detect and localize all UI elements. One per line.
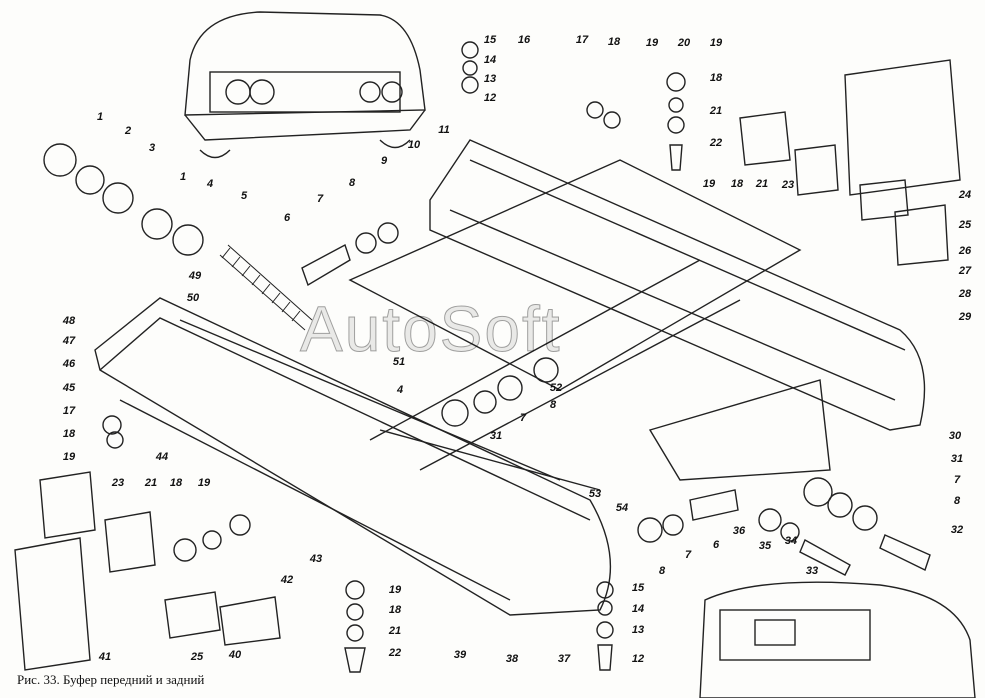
- part-label: 39: [453, 649, 467, 661]
- part-label: 50: [186, 292, 200, 304]
- part-label: 12: [631, 653, 645, 665]
- part-label: 6: [712, 539, 720, 551]
- car-rear-illustration: [699, 581, 976, 698]
- part-label: 31: [950, 453, 964, 465]
- part-label: 35: [758, 540, 772, 552]
- part-label: 25: [190, 651, 204, 663]
- part-label: 25: [958, 219, 972, 231]
- part-label: 12: [483, 92, 497, 104]
- part-label: 7: [684, 549, 692, 561]
- corrugated-tube: [219, 244, 313, 331]
- part-label: 23: [781, 179, 795, 191]
- part-label: 7: [316, 193, 324, 205]
- part-label: 17: [62, 405, 76, 417]
- part-label: 34: [784, 535, 798, 547]
- part-label: 17: [575, 34, 589, 46]
- part-label: 37: [557, 653, 571, 665]
- part-label: 8: [953, 495, 961, 507]
- part-label: 44: [155, 451, 169, 463]
- part-label: 19: [197, 477, 211, 489]
- part-label: 7: [953, 474, 961, 486]
- part-label: 43: [309, 553, 323, 565]
- part-label: 18: [62, 428, 76, 440]
- part-label: 10: [407, 139, 421, 151]
- part-label: 21: [144, 477, 158, 489]
- part-label: 1: [179, 171, 187, 183]
- part-label: 19: [702, 178, 716, 190]
- part-label: 15: [631, 582, 645, 594]
- car-front-illustration: [184, 11, 426, 159]
- part-label: 4: [396, 384, 404, 396]
- part-label: 18: [709, 72, 723, 84]
- part-label: 38: [505, 653, 519, 665]
- part-label: 53: [588, 488, 602, 500]
- frame-drawing: [348, 159, 831, 481]
- part-label: 27: [958, 265, 972, 277]
- fasteners: [43, 41, 931, 673]
- part-label: 19: [645, 37, 659, 49]
- part-label: 19: [388, 584, 402, 596]
- part-label: 9: [380, 155, 388, 167]
- part-label: 24: [958, 189, 972, 201]
- part-label: 21: [388, 625, 402, 637]
- part-label: 33: [805, 565, 819, 577]
- part-label: 42: [280, 574, 294, 586]
- part-label: 28: [958, 288, 972, 300]
- rubber-pads: [14, 59, 961, 671]
- part-label: 26: [958, 245, 972, 257]
- part-label: 14: [631, 603, 645, 615]
- part-label: 40: [228, 649, 242, 661]
- part-label: 41: [98, 651, 112, 663]
- part-label: 4: [206, 178, 214, 190]
- part-label: 21: [755, 178, 769, 190]
- part-label: 19: [709, 37, 723, 49]
- part-label: 22: [388, 647, 402, 659]
- part-label: 52: [549, 382, 563, 394]
- part-label: 15: [483, 34, 497, 46]
- part-label: 30: [948, 430, 962, 442]
- part-label: 1: [96, 111, 104, 123]
- part-label: 13: [631, 624, 645, 636]
- part-label: 13: [483, 73, 497, 85]
- part-label: 47: [62, 335, 76, 347]
- part-label: 18: [388, 604, 402, 616]
- part-label: 22: [709, 137, 723, 149]
- part-label: 8: [348, 177, 356, 189]
- part-label: 29: [958, 311, 972, 323]
- front-bumper-drawing: [94, 297, 612, 616]
- part-label: 36: [732, 525, 746, 537]
- part-label: 49: [188, 270, 202, 282]
- part-label: 32: [950, 524, 964, 536]
- part-label: 20: [677, 37, 691, 49]
- part-label: 7: [519, 412, 527, 424]
- part-label: 8: [658, 565, 666, 577]
- part-label: 31: [489, 430, 503, 442]
- part-label: 51: [392, 356, 406, 368]
- part-label: 23: [111, 477, 125, 489]
- rear-bumper-drawing: [429, 139, 926, 431]
- part-label: 6: [283, 212, 291, 224]
- part-label: 2: [124, 125, 132, 137]
- part-label: 5: [240, 190, 248, 202]
- part-label: 16: [517, 34, 531, 46]
- part-label: 8: [549, 399, 557, 411]
- part-label: 54: [615, 502, 629, 514]
- part-label: 18: [730, 178, 744, 190]
- part-label: 19: [62, 451, 76, 463]
- part-label: 18: [607, 36, 621, 48]
- part-label: 45: [62, 382, 76, 394]
- part-label: 18: [169, 477, 183, 489]
- part-label: 48: [62, 315, 76, 327]
- watermark: AutoSoft: [300, 293, 562, 366]
- part-label: 21: [709, 105, 723, 117]
- part-label: 3: [148, 142, 156, 154]
- part-label: 14: [483, 54, 497, 66]
- part-label: 11: [438, 124, 450, 136]
- part-label: 46: [62, 358, 76, 370]
- figure-caption: Рис. 33. Буфер передний и задний: [17, 672, 205, 687]
